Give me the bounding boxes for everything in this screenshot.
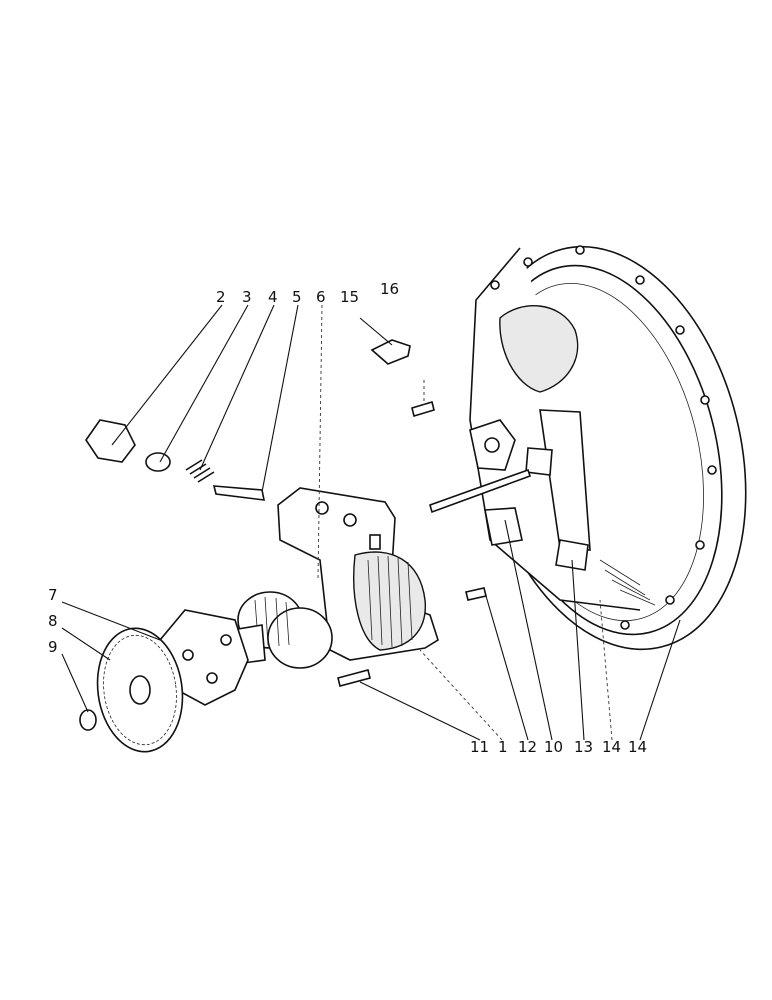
rim-bolt-holes: [490, 245, 717, 630]
callout-13: 13: [574, 738, 593, 756]
callout-9: 9: [48, 638, 58, 656]
callout-1: 1: [498, 738, 508, 756]
washer: [145, 452, 171, 472]
callout-11: 11: [470, 738, 489, 756]
callout-12: 12: [518, 738, 537, 756]
callout-10: 10: [544, 738, 563, 756]
callout-14-right: 14: [628, 738, 647, 756]
callout-3: 3: [242, 288, 252, 306]
drive-gear: [96, 627, 184, 753]
dowel-pin: [465, 587, 487, 601]
valve-plunger: [212, 485, 266, 501]
callout-4: 4: [268, 288, 278, 306]
callout-14-left: 14: [602, 738, 621, 756]
plug: [85, 419, 136, 463]
spring: [185, 459, 215, 483]
bolt: [337, 669, 371, 687]
callout-8: 8: [48, 612, 58, 630]
circlip: [79, 709, 97, 731]
long-stud: [429, 468, 532, 514]
small-dowel: [411, 400, 435, 418]
flywheel-housing: [469, 245, 747, 651]
callout-5: 5: [292, 288, 302, 306]
callout-7: 7: [48, 586, 58, 604]
callout-6: 6: [316, 288, 326, 306]
callout-16: 16: [380, 280, 399, 298]
callout-15: 15: [340, 288, 359, 306]
callout-2: 2: [216, 288, 226, 306]
relief-valve-parts: [85, 419, 266, 501]
